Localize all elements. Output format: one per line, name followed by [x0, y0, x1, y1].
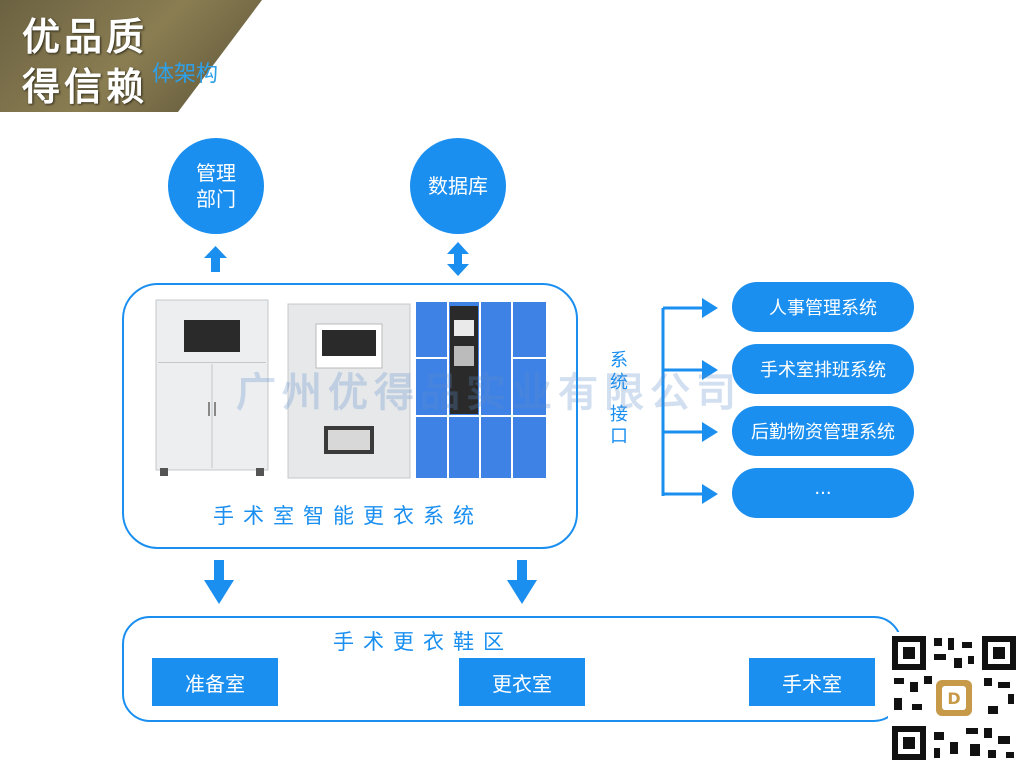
logistics-system: 后勤物资管理系统 [732, 406, 914, 456]
locker-bank-icon [416, 302, 546, 478]
room-operating: 手术室 [749, 658, 875, 706]
system-interface-branches [661, 306, 706, 496]
interface-char-4: 口 [610, 426, 628, 447]
page-subtitle: 体架构 [152, 62, 219, 87]
interface-label: 系 统 接 口 [608, 350, 630, 448]
arrow-to-management-icon [204, 246, 227, 272]
badge-line-2: 得信赖 [22, 65, 149, 109]
down-arrows [204, 560, 537, 604]
cabinet-1-icon [155, 299, 269, 476]
interface-char-3: 接 [610, 404, 628, 425]
equipment-illustrations [155, 299, 546, 479]
company-watermark: 广州优得品实业有限公司 [236, 370, 742, 416]
room-preparation: 准备室 [152, 658, 278, 706]
system-title: 手术室智能更衣系统 [213, 504, 483, 528]
interface-char-1: 系 [610, 350, 628, 371]
or-scheduling-system: 手术室排班系统 [732, 344, 914, 394]
zone-title: 手术更衣鞋区 [333, 630, 513, 654]
qr-code-icon: D [888, 632, 1020, 764]
branch-arrowheads [702, 298, 718, 504]
arrow-database-bidirectional-icon [447, 242, 469, 276]
room-changing: 更衣室 [459, 658, 585, 706]
interface-char-2: 统 [610, 372, 628, 393]
cabinet-2-icon [287, 303, 411, 479]
svg-text:D: D [947, 689, 960, 708]
more-systems: ··· [732, 468, 914, 518]
database-node: 数据库 [410, 138, 506, 234]
badge-line-1: 优品质 [22, 15, 149, 59]
hr-system: 人事管理系统 [732, 282, 914, 332]
management-node: 管理 部门 [168, 138, 264, 234]
